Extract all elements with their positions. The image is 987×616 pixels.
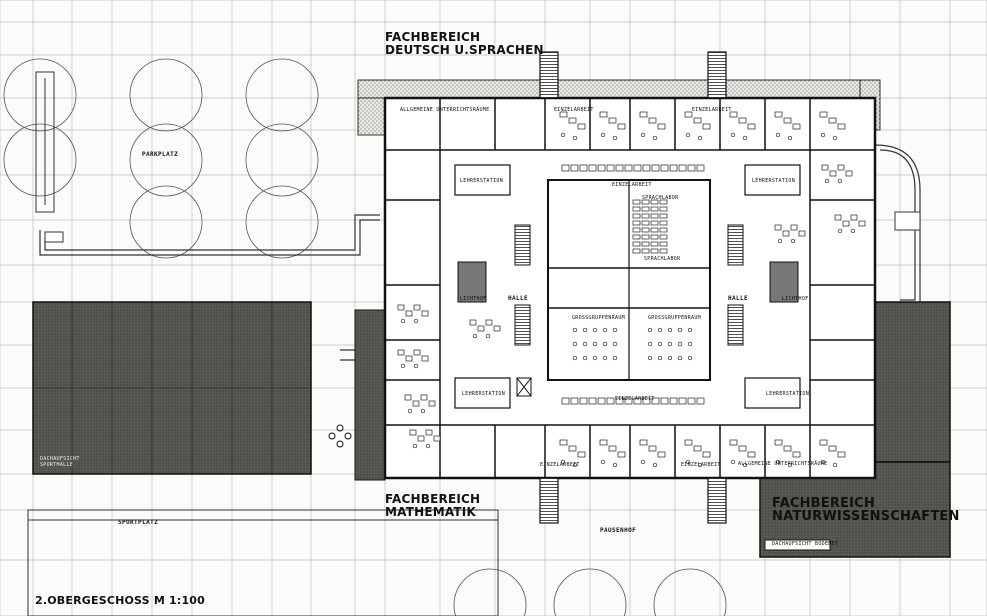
sprachlabor-bottom-label: SPRACHLABOR [644,256,681,262]
grossgruppenraum-right-label: GROSSGRUPPENRAUM [648,315,701,321]
lehrerstation-label-a: LEHRERSTATION [460,178,504,184]
einzelarbeit-label-b: EINZELARBEIT [692,107,732,113]
lehrerstation-label-c: LEHRERSTATION [462,391,506,397]
einzelarbeit-label-a: EINZELARBEIT [554,107,594,113]
sportplatz-field [27,509,499,616]
dachaufsicht-sporthalle-label: DACHAUFSICHT SPORTHALLE [40,456,80,468]
plan-title: 2.OBERGESCHOSS M 1:100 [35,594,206,607]
pausenhof-label: PAUSENHOF [600,527,637,534]
lehrerstation-label-b: LEHRERSTATION [752,178,796,184]
sprachlabor-top-label: SPRACHLABOR [642,195,679,201]
einzelarbeit-label-d: EINZELARBEIT [615,396,655,402]
main-building [383,96,877,480]
einzelarbeit-label-c: EINZELARBEIT [612,182,652,188]
parkplatz-label: PARKPLATZ [142,151,179,158]
sportplatz-label: SPORTPLATZ [118,519,159,526]
lehrerstation-label-d: LEHRERSTATION [766,391,810,397]
halle-left-label: HALLE [508,295,529,302]
parking-circles [3,58,727,616]
allgemeine-top-label: ALLGEMEINE UNTERRICHTSRÄUME [400,107,490,113]
dachaufsicht-bodenet-label: DACHAUFSICHT BODENET [772,541,839,547]
dept-science-label: FACHBEREICH NATURWISSENSCHAFTEN [772,496,960,524]
survey-marks [328,424,352,448]
halle-right-label: HALLE [728,295,749,302]
grossgruppenraum-left-label: GROSSGRUPPENRAUM [572,315,625,321]
dept-math-label: FACHBEREICH MATHEMATIK [385,492,481,519]
lichthof-left-label: LICHTHOF [460,296,487,302]
dept-language-label: FACHBEREICH DEUTSCH U.SPRACHEN [385,30,544,57]
stair-towers [539,51,727,524]
path-marker-1 [894,211,921,231]
lichthof-right-label: LICHTHOF [782,296,809,302]
allgemeine-bottom-label: ALLGEMEINE UNTERRICHTSRÄUME [738,461,828,467]
path-marker-2 [44,231,64,243]
einzelarbeit-label-e: EINZELARBEIT [540,462,580,468]
parking-bay [35,71,55,213]
access-paths [39,144,921,361]
einzelarbeit-label-f: EINZELARBEIT [681,462,721,468]
